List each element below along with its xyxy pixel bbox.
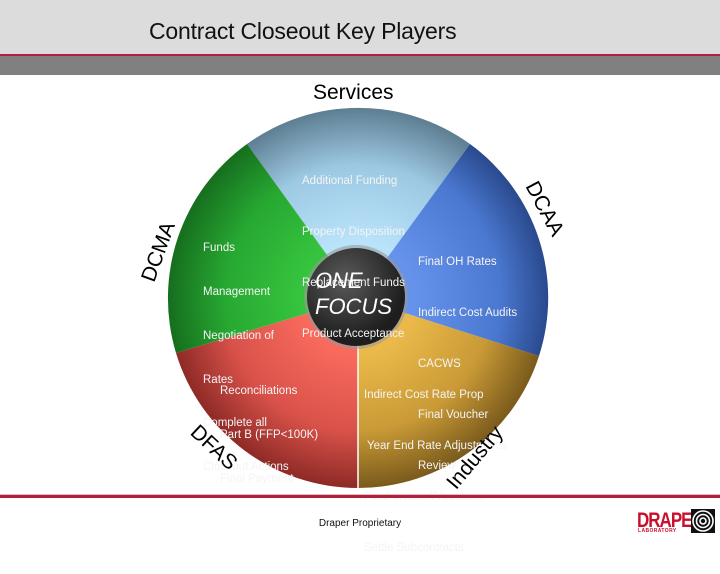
- dcaa-item: Final OH Rates: [418, 256, 497, 268]
- title-divider: [0, 54, 720, 56]
- logo-word: DRAPER: [637, 508, 704, 532]
- title-bar: [0, 0, 720, 54]
- title-band: [0, 56, 720, 75]
- key-players-wheel: [167, 107, 549, 489]
- segment-industry: [358, 298, 539, 489]
- dfas-items: Reconciliations Part B (FFP<100K) Final …: [220, 355, 318, 501]
- dcaa-items: Final OH Rates Indirect Cost Audits CACW…: [418, 220, 517, 492]
- footer-text: Draper Proprietary: [318, 518, 402, 529]
- dcma-item: Rates: [203, 373, 234, 386]
- dfas-item: Part B (FFP<100K): [220, 428, 319, 441]
- center-hub-core: [307, 248, 405, 346]
- services-item: Product Acceptance: [302, 328, 405, 340]
- dcma-item: Management: [203, 285, 271, 298]
- segment-dfas: [176, 298, 358, 489]
- draper-logo: DRAPER LABORATORY: [637, 508, 715, 536]
- industry-item: Year End Rate Adjustments: [364, 440, 508, 452]
- dcma-item: Closeout Actions: [203, 461, 289, 474]
- logo-sub: LABORATORY: [638, 528, 677, 534]
- center-label-line2: FOCUS: [315, 294, 392, 319]
- dcaa-item: CACWS: [418, 358, 461, 370]
- dfas-item: Reconciliations: [220, 385, 298, 398]
- dcaa-item: Review: [418, 460, 456, 472]
- services-item: Property Disposition: [302, 226, 405, 238]
- page-title: Contract Closeout Key Players: [149, 18, 457, 44]
- center-label-line1: ONE: [315, 268, 363, 293]
- industry-item: Indirect Cost Rate Prop: [364, 389, 484, 401]
- services-item: Replacement Funds: [302, 277, 405, 289]
- services-item: Additional Funding: [302, 175, 398, 187]
- target-icon: [691, 509, 715, 533]
- center-label: ONE FOCUS: [315, 268, 392, 320]
- dcaa-item: Indirect Cost Audits: [418, 307, 518, 319]
- dcaa-item: Final Voucher: [418, 409, 489, 421]
- dcma-item: Funds: [203, 242, 235, 255]
- label-services: Services: [313, 81, 394, 104]
- footer-divider: [0, 495, 720, 498]
- dcma-items: Funds Management Negotiation of Rates Co…: [203, 212, 289, 489]
- segment-services: [247, 107, 470, 298]
- dcma-item: Complete all: [203, 417, 267, 430]
- industry-item: Settle Subcontracts: [364, 542, 464, 554]
- dcma-item: Negotiation of: [203, 329, 274, 342]
- dfas-item: Final Payment: [220, 472, 294, 485]
- services-items: Additional Funding Property Disposition …: [302, 139, 405, 360]
- footer-divider-highlight: [0, 494, 720, 495]
